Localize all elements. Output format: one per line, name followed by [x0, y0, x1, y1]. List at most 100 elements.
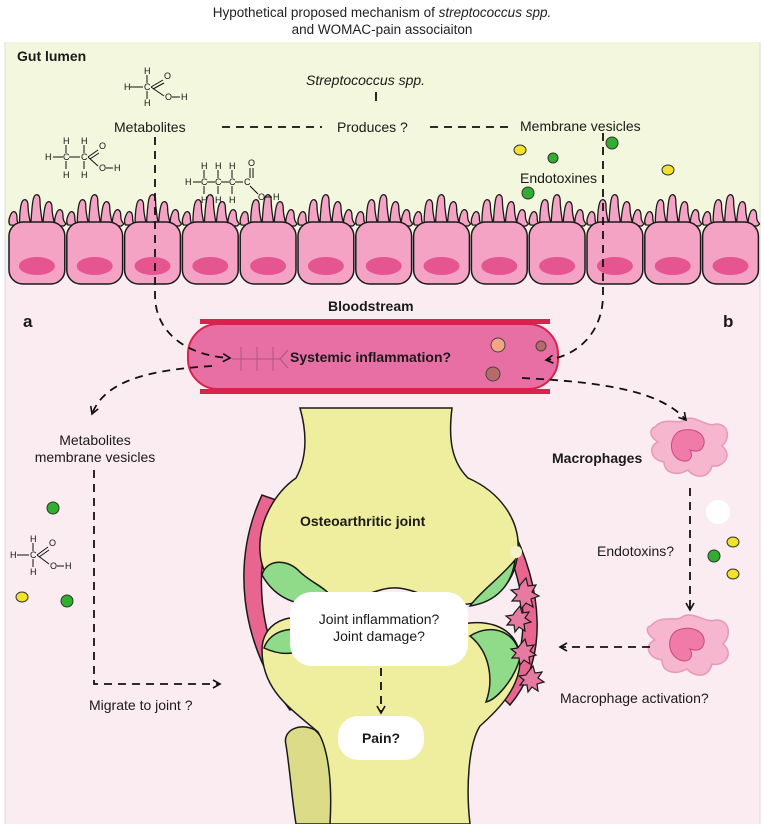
cell-nucleus: [596, 257, 633, 275]
faded-butyrate-molecule: [232, 347, 289, 371]
svg-text:O: O: [248, 158, 255, 168]
particle-yellow: [661, 164, 675, 176]
epithelial-cell: [297, 194, 356, 285]
svg-text:H: H: [63, 136, 70, 146]
bloodstream-to-macrophages: [521, 377, 688, 422]
particle-green: [547, 152, 559, 164]
butyrate-molecule: [193, 168, 272, 198]
butyrate-molecule-labels: H H H C H H C H H C C O O H: [185, 158, 280, 205]
vessel-particle: [535, 340, 547, 352]
epithelial-cell: [239, 194, 299, 285]
svg-text:H: H: [65, 561, 72, 571]
particle-green: [707, 549, 721, 563]
streptococcus-label: Streptococcus spp.: [306, 72, 426, 88]
produces-label: Produces ?: [337, 119, 408, 135]
metabolites-label: Metabolites: [114, 119, 186, 135]
pain-box: [338, 716, 424, 760]
cell-nucleus: [18, 257, 55, 275]
svg-text:C: C: [63, 152, 70, 162]
vesicles-to-bloodstream: [544, 133, 604, 364]
svg-text:C: C: [144, 82, 151, 92]
endotoxins-question-label: Endotoxins?: [597, 543, 675, 559]
vessel-particle: [485, 366, 501, 382]
endotoxines-label: Endotoxines: [520, 170, 598, 186]
acetate-molecule-left-labels: H H H C O O H: [10, 534, 72, 577]
epithelial-cell-layer: [8, 194, 761, 285]
particle-green: [521, 186, 535, 200]
cell-nucleus: [365, 257, 402, 275]
migrate-to-joint-label: Migrate to joint ?: [89, 697, 193, 713]
svg-text:H: H: [124, 82, 131, 92]
svg-text:H: H: [10, 550, 17, 560]
svg-text:H: H: [229, 161, 236, 171]
cell-nucleus: [712, 257, 749, 275]
macrophage-activation-label: Macrophage activation?: [560, 690, 709, 706]
macrophage-upper: [650, 417, 729, 477]
svg-text:O: O: [99, 141, 106, 151]
svg-text:O: O: [258, 192, 265, 202]
epithelial-cell: [66, 194, 125, 285]
svg-text:C: C: [215, 177, 222, 187]
acetate-molecule-top: [130, 75, 180, 99]
cell-nucleus: [250, 257, 287, 275]
osteoarthritic-joint-label: Osteoarthritic joint: [300, 513, 426, 529]
acetate-molecule-top-labels: H H H C O O H: [124, 66, 188, 108]
epithelial-cell: [355, 194, 414, 285]
svg-text:C: C: [30, 550, 37, 560]
svg-text:O: O: [164, 71, 171, 81]
membrane-vesicles-label: Membrane vesicles: [520, 118, 641, 134]
cell-nucleus: [192, 257, 229, 275]
joint-inflammation-box: [290, 592, 468, 666]
left-particles: [15, 501, 74, 608]
pain-label: Pain?: [361, 730, 401, 746]
title-prefix: Hypothetical proposed mechanism of: [212, 5, 439, 20]
joint-damage-line: Joint damage?: [333, 628, 425, 644]
panel-a-label: a: [23, 312, 33, 331]
svg-text:C: C: [229, 177, 236, 187]
svg-text:H: H: [81, 136, 88, 146]
svg-text:O: O: [165, 92, 172, 102]
svg-text:H: H: [201, 161, 208, 171]
connector-lines: [89, 92, 695, 715]
metabolites-vesicles-label: Metabolites membrane vesicles: [20, 432, 170, 466]
title-line2: and WOMAC-pain associaiton: [291, 22, 473, 37]
svg-text:H: H: [144, 98, 151, 108]
svg-text:C: C: [81, 152, 88, 162]
particle-white: [706, 500, 730, 524]
svg-text:C: C: [201, 177, 208, 187]
epithelial-cell: [181, 194, 241, 285]
metabolites-vesicles-line1: Metabolites: [59, 432, 131, 448]
svg-text:H: H: [215, 161, 222, 171]
pale-patch: [510, 546, 522, 558]
epithelial-cell: [701, 194, 761, 285]
particle-yellow: [726, 568, 740, 580]
particle-green: [605, 136, 619, 150]
cell-nucleus: [481, 257, 518, 275]
bloodstream-to-left: [89, 365, 213, 416]
particle-yellow: [15, 591, 29, 603]
gut-lumen-label: Gut lumen: [17, 48, 87, 64]
svg-text:H: H: [81, 170, 88, 180]
left-down-to-joint: [93, 470, 222, 689]
lumen-particles: [513, 136, 675, 200]
svg-text:H: H: [273, 192, 280, 202]
cell-nucleus: [134, 257, 171, 275]
macrophage-lower: [646, 614, 730, 676]
svg-text:H: H: [30, 567, 37, 577]
cell-nucleus: [307, 257, 344, 275]
svg-text:H: H: [201, 195, 208, 205]
metabolites-to-bloodstream: [154, 137, 232, 363]
epithelial-cell: [586, 194, 645, 285]
svg-text:C: C: [244, 177, 251, 187]
particle-yellow: [513, 144, 527, 156]
femur: [259, 407, 519, 605]
cell-nucleus: [76, 257, 113, 275]
title-species: streptococcus spp.: [438, 5, 552, 20]
bloodstream-label: Bloodstream: [328, 298, 414, 314]
cartilage-upper-right: [468, 557, 517, 608]
cell-nucleus: [539, 257, 576, 275]
svg-text:H: H: [144, 66, 151, 76]
particle-green: [46, 501, 60, 515]
